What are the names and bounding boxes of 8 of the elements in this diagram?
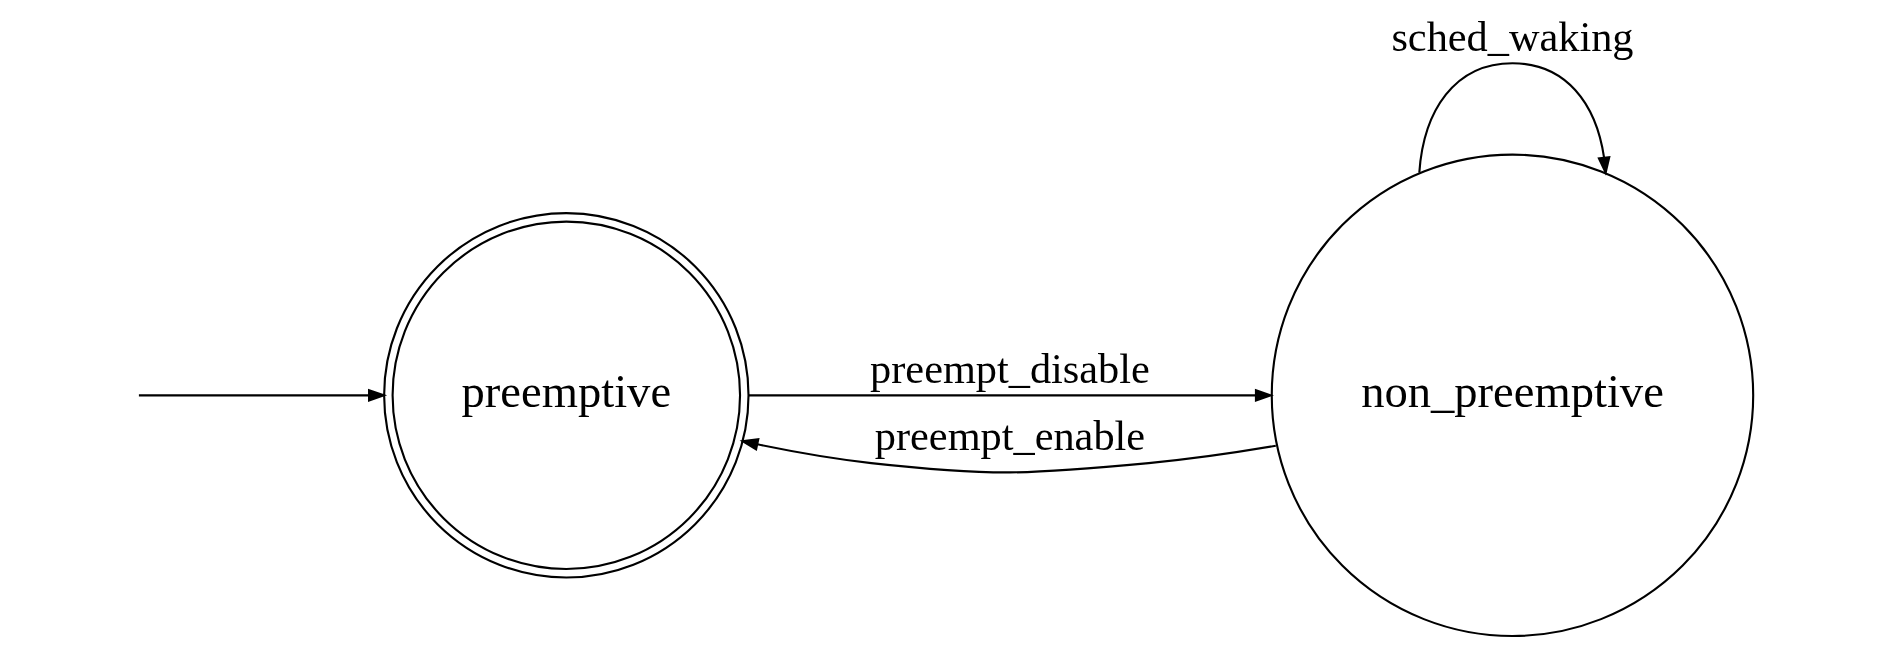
node-circle: preemptive xyxy=(382,212,750,579)
edge-label: preempt_enable xyxy=(874,412,1145,460)
edge-label: preempt_disable xyxy=(869,344,1150,392)
arrow xyxy=(138,388,387,402)
arrow xyxy=(1417,62,1611,176)
arrow xyxy=(739,437,1276,474)
arrow xyxy=(748,388,1274,402)
edge-label: sched_waking xyxy=(1390,12,1634,60)
